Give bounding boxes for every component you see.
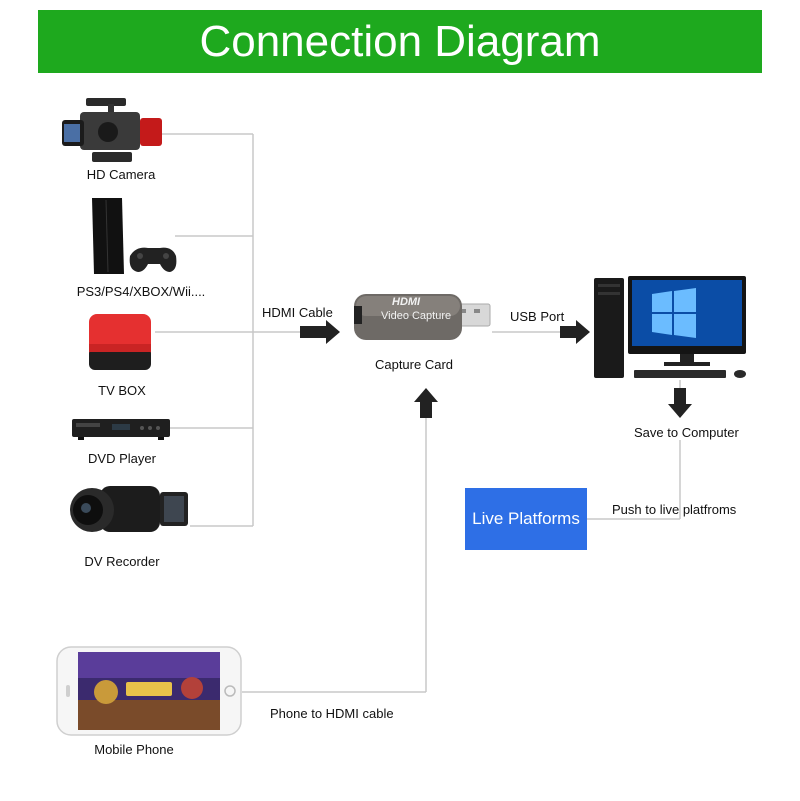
dvd-player-image xyxy=(72,419,170,440)
page-title: Connection Diagram xyxy=(199,16,601,66)
usb-port-label: USB Port xyxy=(510,309,565,324)
tv-box-image xyxy=(89,314,151,370)
mobile-phone-label: Mobile Phone xyxy=(94,742,174,757)
arrow-phone-up xyxy=(414,388,438,418)
capture-card-text: Video Capture xyxy=(381,310,452,322)
hd-camera-label: HD Camera xyxy=(86,167,156,182)
title-banner: Connection Diagram xyxy=(38,10,762,73)
capture-card-brand: HDMI xyxy=(392,296,421,308)
save-label: Save to Computer xyxy=(634,425,739,440)
dv-recorder-label: DV Recorder xyxy=(84,554,160,569)
console-image xyxy=(92,198,177,274)
arrow-hdmi xyxy=(300,320,340,344)
arrow-save-down xyxy=(668,388,692,418)
live-platforms-label: Live Platforms xyxy=(472,509,580,528)
mobile-phone-image xyxy=(56,646,242,736)
arrow-usb xyxy=(560,320,590,344)
dv-recorder-image xyxy=(70,486,188,532)
capture-card-image xyxy=(354,294,491,340)
console-label: PS3/PS4/XBOX/Wii.... xyxy=(76,284,206,299)
phone-cable-label: Phone to HDMI cable xyxy=(270,706,394,721)
live-platforms-box: Live Platforms xyxy=(465,488,587,550)
hdmi-cable-label: HDMI Cable xyxy=(262,305,333,320)
tv-box-label: TV BOX xyxy=(98,383,146,398)
dvd-player-label: DVD Player xyxy=(88,451,156,466)
capture-card-label: Capture Card xyxy=(374,357,454,372)
push-label: Push to live platfroms xyxy=(612,502,737,517)
computer-image xyxy=(594,276,746,378)
hd-camera-image xyxy=(62,98,162,162)
